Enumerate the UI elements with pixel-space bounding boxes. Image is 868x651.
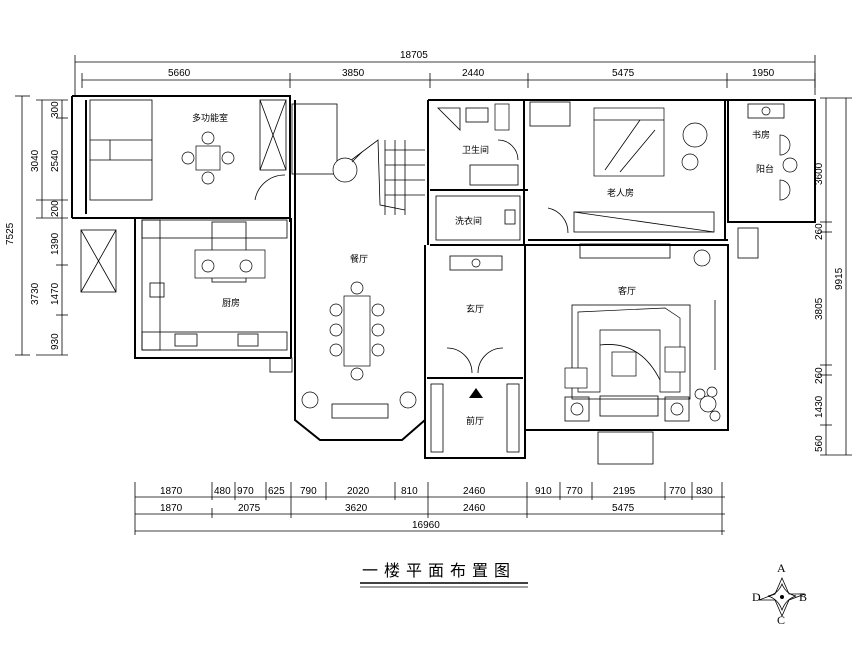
dim-top-5: 1950 [752,68,775,79]
living-room: 客厅 [564,243,721,422]
room-label-laundry: 洗衣间 [455,215,482,227]
dim-bottom2-2: 2075 [238,503,261,514]
dim-left-3040: 3040 [30,149,41,172]
dim-top-total: 18705 [400,50,428,61]
dim-bottom-4: 625 [268,486,285,497]
dim-top-2: 3850 [342,68,365,79]
dim-left-930: 930 [50,333,61,350]
dining-table [343,295,371,367]
dim-right-260b: 260 [814,367,825,384]
dim-bottom-12: 770 [669,486,686,497]
compass-west: D [752,590,761,604]
walls [71,95,816,465]
dim-top-3: 2440 [462,68,485,79]
compass-east: B [799,590,807,604]
left-dimensions: 7525 300 2540 3040 200 1390 3730 1470 93… [5,95,68,356]
dim-left-300: 300 [50,101,61,118]
dim-bottom-3: 970 [237,486,254,497]
room-label-dining: 餐厅 [350,253,368,265]
entry: 前厅 [430,383,520,453]
bathroom: 卫生间 [437,103,519,186]
dim-left-2540: 2540 [50,149,61,172]
laundry: 洗衣间 [435,195,521,241]
dim-right-9915: 9915 [834,267,845,290]
dim-right-3600: 3600 [814,162,825,185]
dim-bottom2-3: 3620 [345,503,368,514]
elder-room: 老人房 [529,101,715,234]
dim-bottom-5: 790 [300,486,317,497]
dim-bottom-1: 1870 [160,486,183,497]
dim-right-260a: 260 [814,223,825,240]
drawing-title: 一楼平面布置图 [360,561,528,588]
dim-top-4: 5475 [612,68,635,79]
dim-bottom-7: 810 [401,486,418,497]
dim-right-3805: 3805 [814,297,825,320]
dining-room: 餐厅 [301,253,417,419]
dim-bottom2-1: 1870 [160,503,183,514]
room-label-balcony: 阳台 [756,163,774,175]
hall: 玄厅 [446,255,504,374]
bottom-dimensions: 1870 480 970 625 790 2020 810 2460 910 7… [134,482,725,535]
kitchen: 厨房 [141,219,288,351]
bed [593,107,665,177]
dim-bottom-total: 16960 [412,520,440,531]
dim-left-total: 7525 [5,222,16,245]
square-table [195,145,221,171]
dim-bottom-10: 770 [566,486,583,497]
dim-bottom-6: 2020 [347,486,370,497]
room-label-hall: 玄厅 [466,303,484,315]
dim-bottom2-5: 5475 [612,503,635,514]
room-label-study: 书房 [752,129,770,141]
plan-title: 一楼平面布置图 [362,561,516,580]
staircase [291,103,425,215]
dim-left-1470: 1470 [50,282,61,305]
dim-bottom-8: 2460 [463,486,486,497]
room-label-multi: 多功能室 [192,112,228,124]
top-dimensions: 18705 5660 3850 2440 5475 1950 [74,50,816,95]
dim-bottom-2: 480 [214,486,231,497]
balcony: 书房 阳台 [747,103,798,201]
right-dimensions: 3600 260 3805 9915 260 1430 560 [814,97,852,456]
room-label-living: 客厅 [618,285,636,297]
compass-rose: A B C D [752,561,807,627]
compass-south: C [777,613,785,627]
dim-bottom2-4: 2460 [463,503,486,514]
dim-left-3730: 3730 [30,282,41,305]
dim-bottom-11: 2195 [613,486,636,497]
room-label-entry: 前厅 [466,415,484,427]
multi-function-room: 多功能室 [89,99,287,201]
room-label-elder: 老人房 [607,187,634,199]
dim-right-1430: 1430 [814,395,825,418]
compass-north: A [777,561,786,575]
dim-top-1: 5660 [168,68,191,79]
room-label-kitchen: 厨房 [222,297,240,309]
dim-bottom-13: 830 [696,486,713,497]
dim-right-560: 560 [814,435,825,452]
dim-bottom-9: 910 [535,486,552,497]
room-label-bath: 卫生间 [462,144,489,156]
dim-left-200: 200 [50,200,61,217]
dim-left-1390: 1390 [50,232,61,255]
